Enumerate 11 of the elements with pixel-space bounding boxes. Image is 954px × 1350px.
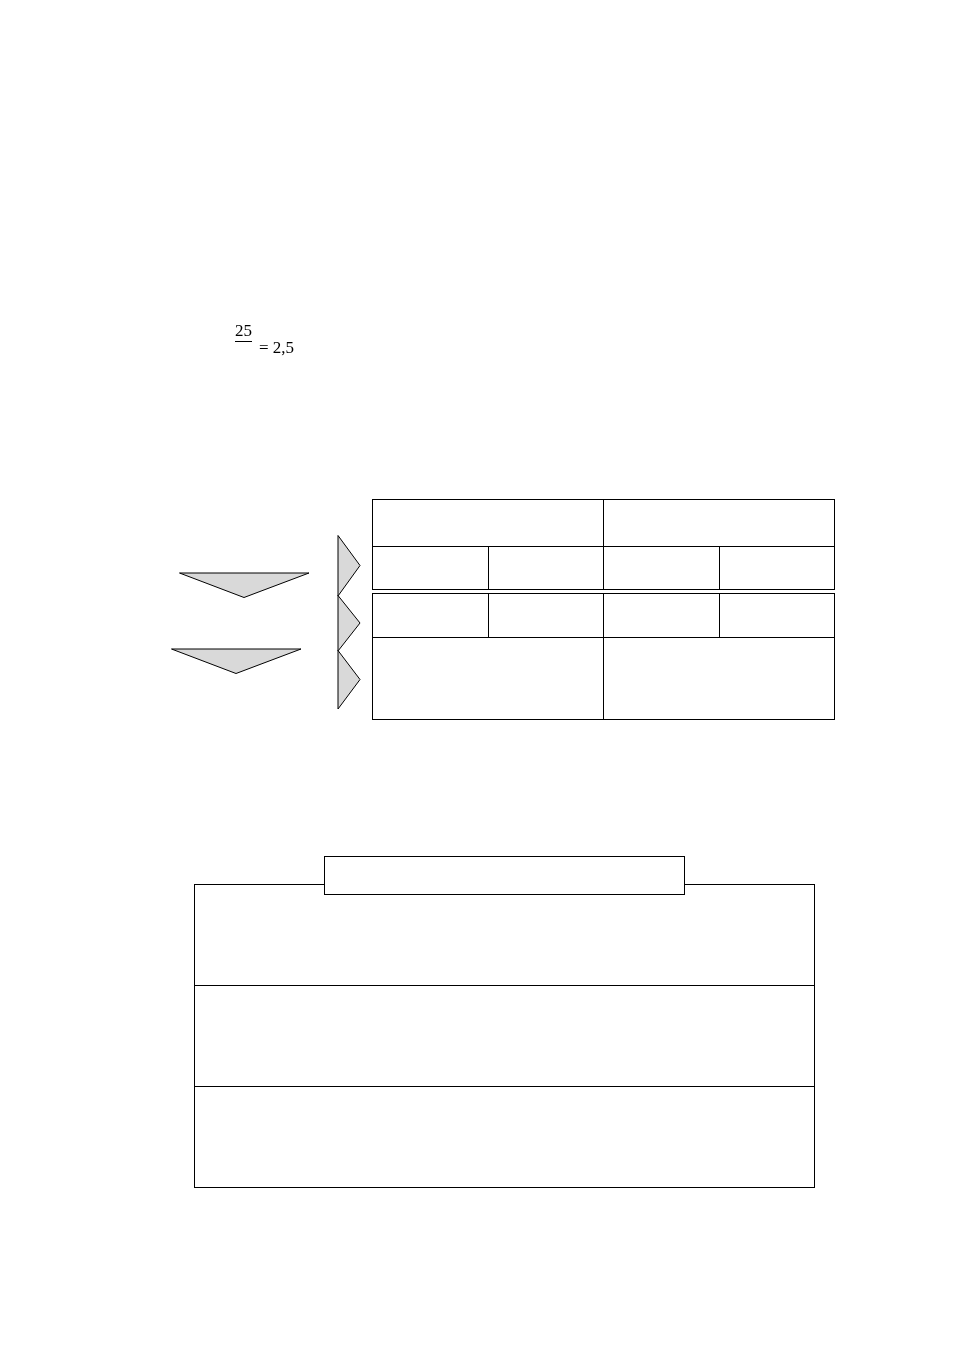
triangle-shape [171, 648, 302, 675]
table-box [372, 593, 835, 720]
fraction-numerator: 25 [235, 322, 252, 342]
table-box [194, 884, 815, 1188]
chevron-shape [337, 595, 361, 652]
chevron-shape [337, 650, 361, 710]
table-box [372, 499, 835, 590]
chevron-shape [337, 535, 361, 597]
equation-text: = 2,5 [259, 339, 295, 356]
table-box [324, 856, 685, 895]
triangle-shape [179, 572, 310, 599]
